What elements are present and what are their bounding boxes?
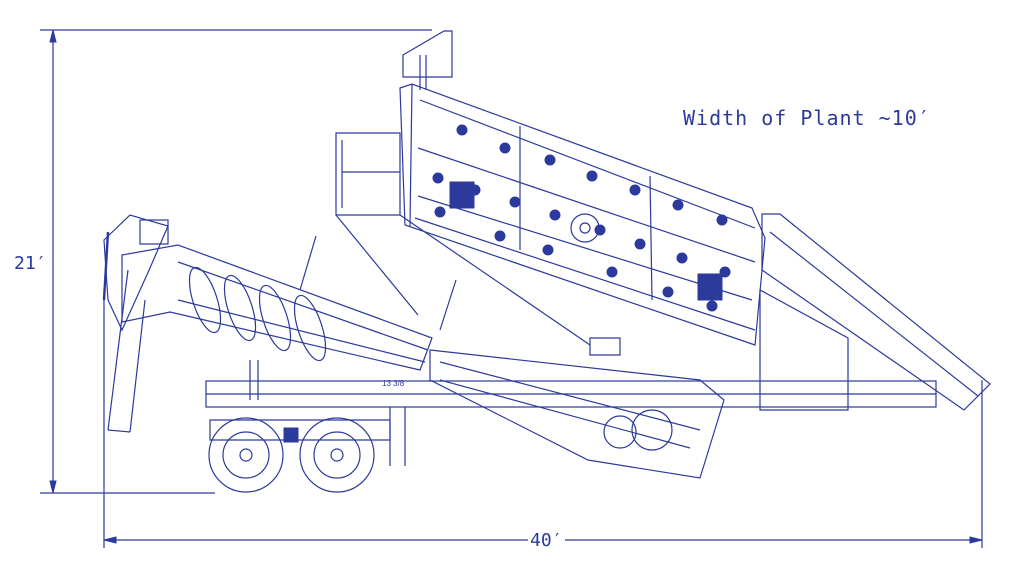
size-callout: 13 3/8 xyxy=(382,379,405,388)
plant-width-note: Width of Plant ~10′ xyxy=(683,106,931,130)
height-dimension xyxy=(40,29,432,494)
height-dimension-label: 21′ xyxy=(14,253,47,274)
trailer-frame xyxy=(205,360,937,466)
screen-clamp-marks xyxy=(432,124,731,312)
discharge-conveyor xyxy=(759,213,991,411)
screw-trough xyxy=(102,214,433,433)
trailer-wheels xyxy=(208,417,375,493)
top-hopper xyxy=(402,30,453,90)
vibrating-screen xyxy=(335,83,766,346)
screw-flights xyxy=(188,235,457,362)
lower-sand-screw xyxy=(429,337,725,479)
length-dimension-label: 40′ xyxy=(528,530,565,551)
